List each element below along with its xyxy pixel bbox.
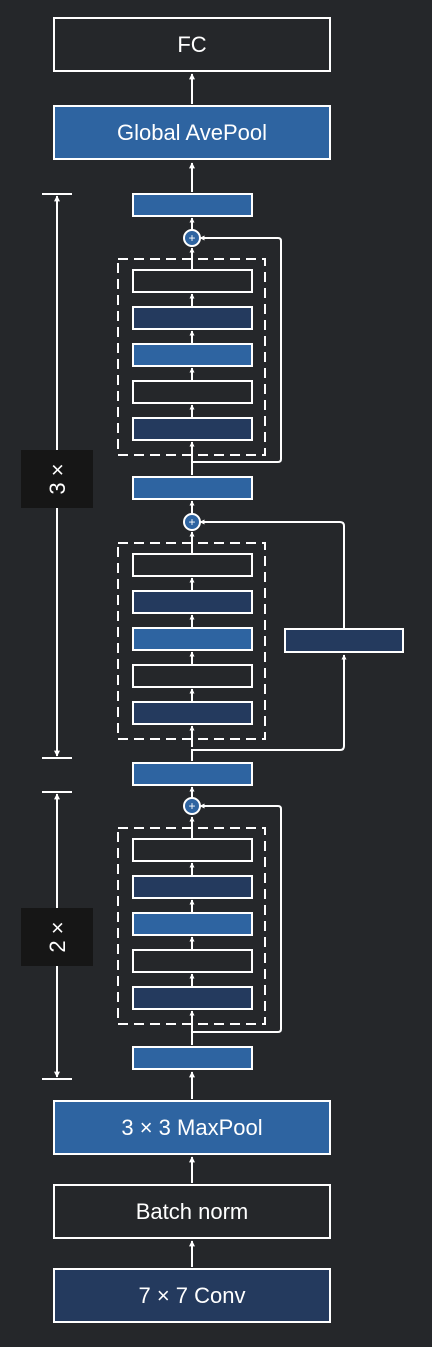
residual-add-node-lower: + — [183, 797, 201, 815]
layer-block-outline — [132, 949, 253, 973]
repeat-bracket-lower: 2 × — [21, 791, 93, 1080]
layer-block-outline — [132, 838, 253, 862]
conv-label: 7 × 7 Conv — [138, 1283, 245, 1308]
layer-stack-middle — [132, 531, 253, 747]
fc-block — [53, 17, 331, 72]
layer-block-outline — [132, 664, 253, 688]
layer-block-light — [132, 627, 253, 651]
layer-block-dark — [132, 986, 253, 1010]
layer-block-outline — [132, 553, 253, 577]
layer-block-dark — [132, 417, 253, 441]
transition-block-bottom — [132, 1046, 253, 1070]
layer-block-light — [132, 912, 253, 936]
repeat-badge-upper — [21, 450, 93, 508]
residual-add-node-upper: + — [183, 229, 201, 247]
maxpool-label: 3 × 3 MaxPool — [121, 1115, 262, 1140]
layer-block-dark — [132, 701, 253, 725]
layer-block-dark — [132, 590, 253, 614]
projection-shortcut-block — [284, 628, 404, 653]
layer-block-outline — [132, 380, 253, 404]
batch-norm-label: Batch norm — [136, 1199, 249, 1224]
global-avepool-block — [53, 105, 331, 160]
global-avepool-label: Global AvePool — [117, 120, 267, 145]
plus-sign: + — [188, 515, 195, 529]
transition-block-top — [132, 193, 253, 217]
skip-connection-upper — [191, 235, 282, 475]
layer-stack-lower — [132, 816, 253, 1032]
layer-block-outline — [132, 269, 253, 293]
plus-sign: + — [188, 799, 195, 813]
skip-connection-middle-lower — [191, 654, 347, 761]
maxpool-block — [53, 1100, 331, 1155]
repeat-label-upper: 3 × — [45, 463, 70, 494]
skip-connection-lower — [191, 803, 282, 1045]
repeat-badge-lower — [21, 908, 93, 966]
layer-block-light — [132, 343, 253, 367]
conv-block — [53, 1268, 331, 1323]
skip-connection-middle-upper — [199, 519, 345, 629]
transition-block-middle — [132, 762, 253, 786]
batch-norm-block — [53, 1184, 331, 1239]
repeat-label-lower: 2 × — [45, 921, 70, 952]
layer-block-dark — [132, 875, 253, 899]
repeat-bracket-upper: 3 × — [21, 193, 93, 759]
layer-block-dark — [132, 306, 253, 330]
plus-sign: + — [188, 231, 195, 245]
transition-block-upper — [132, 476, 253, 500]
layer-stack-upper — [132, 247, 253, 463]
fc-label: FC — [177, 32, 206, 57]
residual-add-node-middle: + — [183, 513, 201, 531]
